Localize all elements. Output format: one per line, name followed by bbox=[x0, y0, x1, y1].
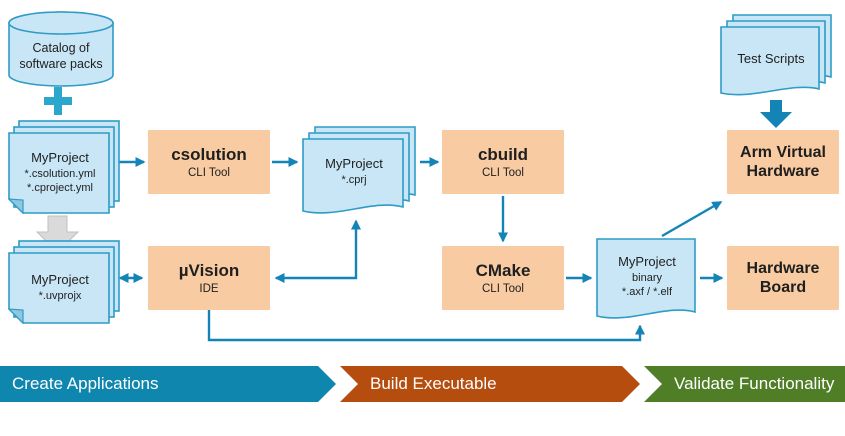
catalog-label-line1: Catalog of bbox=[32, 40, 90, 55]
avh-target: Arm Virtual Hardware bbox=[727, 130, 839, 194]
arrow-binary-to-avh bbox=[661, 200, 723, 238]
project-yml-sub1: *.csolution.yml bbox=[24, 167, 96, 180]
binary-sub2: *.axf / *.elf bbox=[621, 286, 673, 299]
project-yml-title: MyProject bbox=[31, 149, 89, 165]
project-uvprojx-sub1: *.uvprojx bbox=[38, 290, 82, 303]
project-cprj-doc: MyProject *.cprj bbox=[302, 126, 418, 220]
project-yml-doc: MyProject *.csolution.yml *.cproject.yml bbox=[8, 120, 120, 214]
hardware-board-title-line2: Board bbox=[759, 279, 807, 296]
csolution-tool: csolution CLI Tool bbox=[148, 130, 270, 194]
document-stack-shape bbox=[8, 120, 120, 214]
cbuild-subtitle: CLI Tool bbox=[482, 167, 524, 180]
project-uvprojx-doc: MyProject *.uvprojx bbox=[8, 240, 120, 324]
binary-title: MyProject bbox=[618, 253, 676, 269]
cmake-tool: CMake CLI Tool bbox=[442, 246, 564, 310]
uvision-subtitle: IDE bbox=[199, 283, 219, 296]
plus-icon bbox=[43, 86, 73, 116]
document-stack-shape bbox=[720, 14, 832, 96]
cylinder-shape bbox=[8, 11, 114, 87]
document-stack-shape bbox=[8, 240, 120, 324]
project-cprj-title: MyProject bbox=[325, 156, 383, 172]
hardware-board-target: Hardware Board bbox=[727, 246, 839, 310]
arrow-uvision-to-binary bbox=[207, 310, 645, 342]
binary-sub1: binary bbox=[632, 271, 662, 284]
phase-validate-functionality: Validate Functionality bbox=[644, 366, 845, 402]
cbuild-tool: cbuild CLI Tool bbox=[442, 130, 564, 194]
cbuild-title: cbuild bbox=[477, 144, 529, 164]
arrow-testscripts-to-avh bbox=[760, 100, 792, 128]
arrow-uvision-cprj bbox=[274, 219, 361, 283]
csolution-title: csolution bbox=[171, 144, 247, 164]
document-stack-shape bbox=[302, 126, 416, 214]
phase-create-applications-label: Create Applications bbox=[12, 374, 159, 393]
cmake-title: CMake bbox=[475, 260, 531, 280]
avh-title-line2: Hardware bbox=[746, 163, 820, 180]
phase-validate-functionality-label: Validate Functionality bbox=[674, 374, 835, 393]
hardware-board-title-line1: Hardware bbox=[746, 259, 820, 277]
binary-doc: MyProject binary *.axf / *.elf bbox=[596, 238, 698, 326]
uvision-title: µVision bbox=[178, 260, 240, 280]
csolution-subtitle: CLI Tool bbox=[188, 167, 230, 180]
test-scripts-title: Test Scripts bbox=[737, 50, 805, 66]
catalog-label-line2: software packs bbox=[19, 57, 103, 71]
uvision-tool: µVision IDE bbox=[148, 246, 270, 310]
project-uvprojx-title: MyProject bbox=[31, 272, 89, 288]
phase-build-executable: Build Executable bbox=[340, 366, 640, 402]
catalog-node: Catalog of software packs bbox=[8, 10, 114, 88]
project-yml-sub2: *.cproject.yml bbox=[26, 182, 94, 195]
phase-create-applications: Create Applications bbox=[0, 366, 336, 402]
phase-build-executable-label: Build Executable bbox=[370, 374, 497, 393]
test-scripts-doc: Test Scripts bbox=[720, 14, 834, 106]
cmake-subtitle: CLI Tool bbox=[482, 283, 524, 296]
project-cprj-sub1: *.cprj bbox=[341, 174, 367, 187]
document-shape bbox=[596, 238, 696, 319]
avh-title-line1: Arm Virtual bbox=[740, 143, 826, 161]
